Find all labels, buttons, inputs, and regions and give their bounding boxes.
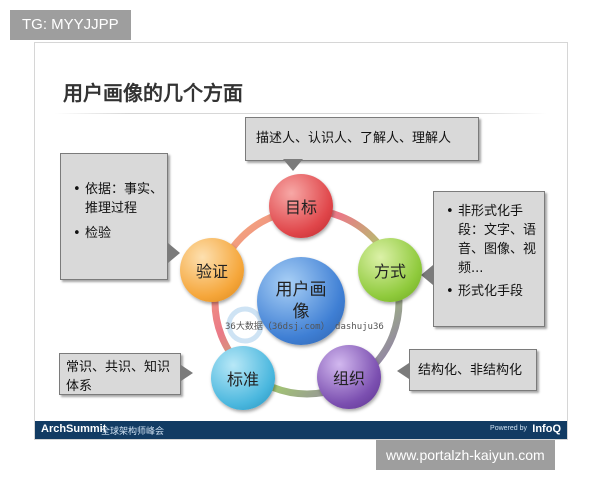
footer-powered: Powered by (490, 425, 527, 432)
node-organize-label: 组织 (332, 369, 365, 388)
footer-brand-sub: 全球架构师峰会 (101, 426, 165, 436)
callout-standard: 常识、共识、知识体系 (59, 353, 181, 395)
callout-organize-text: 结构化、非结构化 (418, 363, 523, 378)
node-standard-label: 标准 (226, 370, 259, 389)
callout-organize: 结构化、非结构化 (409, 349, 537, 391)
footer-infoq-logo: InfoQ (532, 423, 561, 435)
callout-goal: 描述人、认识人、了解人、理解人 (245, 117, 479, 161)
watermark-top: TG: MYYJJPP (10, 10, 131, 40)
footer-brand: ArchSummit (41, 423, 107, 435)
slide: 用户画像的几个方面 描述人、认识人、了解人、理解人 依据：事实、推理过程 检验 … (34, 42, 568, 440)
node-goal: 目标 (269, 174, 333, 238)
node-verify-label: 验证 (195, 262, 228, 281)
callout-method-item: 形式化手段 (446, 282, 540, 301)
callout-organize-pointer (397, 363, 409, 379)
callout-verify: 依据：事实、推理过程 检验 (60, 153, 168, 280)
title-divider (55, 113, 547, 114)
callout-standard-text: 常识、共识、知识体系 (66, 360, 171, 394)
callout-method-item: 非形式化手段：文字、语音、图像、视频... (446, 202, 540, 278)
watermark-bottom: www.portalzh-kaiyun.com (376, 440, 555, 470)
node-verify: 验证 (180, 238, 244, 302)
center-node: 用户画像 (257, 257, 345, 345)
callout-method-pointer (421, 265, 433, 285)
node-standard: 标准 (211, 346, 275, 410)
callout-verify-pointer (168, 243, 180, 263)
center-label: 用户画像 (275, 280, 327, 322)
callout-verify-item: 检验 (73, 224, 167, 243)
callout-goal-text: 描述人、认识人、了解人、理解人 (256, 131, 452, 146)
node-method-label: 方式 (373, 262, 406, 281)
callout-standard-pointer (181, 365, 193, 381)
slide-footer: ArchSummit 全球架构师峰会 Powered by InfoQ (35, 421, 567, 439)
node-method: 方式 (358, 238, 422, 302)
slide-title: 用户画像的几个方面 (63, 81, 243, 105)
slide-watermark: 36大数据（36dsj.com） dashuju36 (225, 322, 384, 332)
callout-goal-pointer (283, 159, 303, 171)
callout-method: 非形式化手段：文字、语音、图像、视频... 形式化手段 (433, 191, 545, 327)
node-organize: 组织 (317, 345, 381, 409)
node-goal-label: 目标 (284, 198, 317, 217)
callout-verify-item: 依据：事实、推理过程 (73, 180, 167, 218)
